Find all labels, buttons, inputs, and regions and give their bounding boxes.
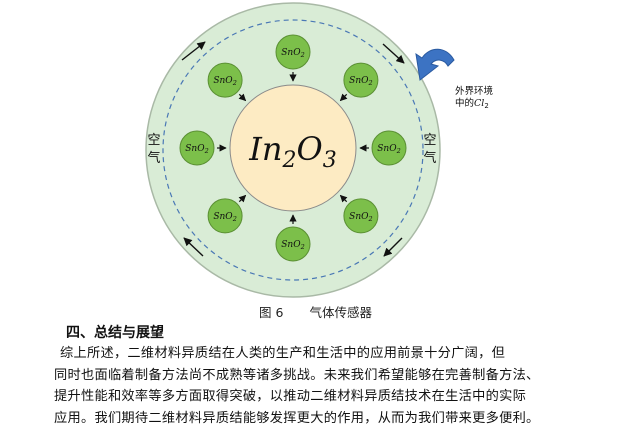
flow-arrow-bottom-right bbox=[383, 237, 403, 257]
body-line-2: 同时也面临着制备方法尚不成熟等诸多挑战。未来我们希望能够在完善制备方法、 bbox=[54, 367, 540, 383]
caption-number: 图 6 bbox=[259, 305, 284, 320]
sno2-label: SnO2 bbox=[185, 144, 208, 155]
air-label-left-1: 空 bbox=[147, 133, 160, 148]
section-body: 综上所述，二维材料异质结在人类的生产和生活中的应用前景十分广阔，但 同时也面临着… bbox=[54, 343, 626, 429]
body-line-4: 应用。我们期待二维材料异质结能够发挥更大的作用，从而为我们带来更多便利。 bbox=[54, 410, 540, 426]
adsorption-arrow bbox=[238, 194, 247, 203]
sno2-particle bbox=[343, 198, 379, 234]
sno2-particle bbox=[179, 130, 215, 166]
body-line-3: 提升性能和效率等多方面取得突破，以推动二维材料异质结技术在生活中的实际 bbox=[54, 389, 527, 404]
env-label-line2: 中的Cl2 bbox=[455, 97, 489, 110]
dashed-ring bbox=[162, 19, 424, 281]
figure-caption: 图 6 气体传感器 bbox=[0, 302, 631, 321]
sno2-particle bbox=[275, 34, 311, 70]
flow-arrow-top-left bbox=[181, 41, 206, 61]
environment-arrow bbox=[415, 48, 455, 81]
sno2-label: SnO2 bbox=[281, 48, 304, 59]
env-label-line1: 外界环境 bbox=[455, 85, 494, 97]
air-label-left-2: 气 bbox=[147, 150, 160, 166]
section-heading: 四、总结与展望 bbox=[66, 325, 164, 341]
air-label-right-1: 空 bbox=[423, 133, 436, 148]
air-label-right-2: 气 bbox=[423, 150, 436, 166]
sno2-label: SnO2 bbox=[281, 240, 304, 251]
flow-arrow-bottom-left bbox=[183, 237, 204, 257]
sno2-particle bbox=[275, 226, 311, 262]
sno2-label: SnO2 bbox=[213, 212, 236, 223]
flow-arrow-top-right bbox=[382, 43, 405, 64]
sno2-label: SnO2 bbox=[349, 212, 372, 223]
sno2-label: SnO2 bbox=[213, 76, 236, 87]
adsorption-arrow bbox=[339, 93, 348, 102]
sno2-label: SnO2 bbox=[349, 76, 372, 87]
sno2-particle bbox=[371, 130, 407, 166]
adsorption-arrow bbox=[238, 93, 247, 102]
body-line-1: 综上所述，二维材料异质结在人类的生产和生活中的应用前景十分广阔，但 bbox=[60, 346, 506, 361]
sno2-particle bbox=[343, 62, 379, 98]
caption-title: 气体传感器 bbox=[309, 305, 372, 320]
core-label: In2O3 bbox=[248, 130, 336, 173]
sno2-particle bbox=[207, 198, 243, 234]
adsorption-arrow bbox=[339, 194, 348, 203]
in2o3-core bbox=[229, 84, 357, 212]
sno2-particle bbox=[207, 62, 243, 98]
sno2-label: SnO2 bbox=[377, 144, 400, 155]
